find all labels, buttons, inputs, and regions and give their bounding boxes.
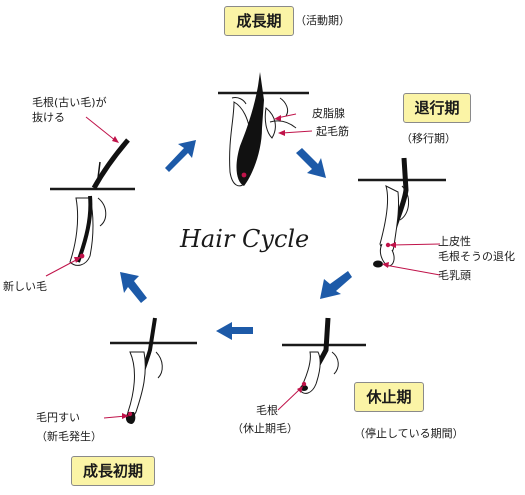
label-old-hair-line2: 抜ける [32,111,65,124]
label-new-hair: 新しい毛 [3,280,47,293]
telogen-follicle-illustration [282,317,366,394]
label-old-hair-line1: 毛根(古い毛)が [32,96,107,109]
label-epithelium-line2: 毛根そうの退化 [438,250,515,263]
phase-note-catagen: （移行期） [401,132,456,145]
shedding-follicle-illustration [50,138,135,266]
arrow-to-catagen [296,148,326,178]
early-anagen-follicle-illustration [110,317,197,424]
label-arrector-pili: 起毛筋 [316,125,349,138]
label-sebaceous-gland: 皮脂腺 [312,107,345,120]
arrow-to-early-anagen [216,322,253,340]
phase-note-telogen: （停止している期間） [354,427,464,440]
label-root-line2: （休止期毛） [232,422,298,435]
diagram-title: Hair Cycle [180,225,310,253]
phase-box-early-anagen: 成長初期 [71,456,155,486]
phase-box-telogen: 休止期 [354,382,424,412]
catagen-follicle-illustration [358,157,446,268]
arrow-to-telogen [320,271,352,299]
label-bulb-line1: 毛円すい [36,411,80,424]
label-epithelium-line1: 上皮性 [438,235,471,248]
arrow-to-anagen [165,140,196,172]
phase-box-catagen: 退行期 [403,93,471,123]
label-papilla: 毛乳頭 [438,269,471,282]
label-root-line1: 毛根 [256,404,278,417]
label-bulb-line2: （新毛発生） [36,430,102,443]
anagen-follicle-illustration [218,72,309,187]
phase-box-anagen: 成長期 [224,6,294,36]
arrow-to-shedding [120,272,147,303]
phase-note-anagen: （活動期） [295,14,350,27]
cycle-arrows [120,140,352,340]
